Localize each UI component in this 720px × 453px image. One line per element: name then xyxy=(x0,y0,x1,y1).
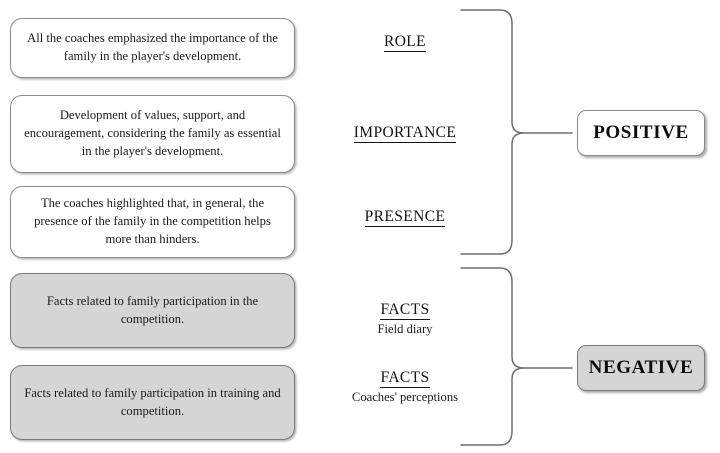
statement-text: Facts related to family participation in… xyxy=(46,293,259,326)
outcome-label: POSITIVE xyxy=(593,122,689,143)
outcome-label: NEGATIVE xyxy=(588,357,694,378)
statement-box-presence: The coaches highlighted that, in general… xyxy=(10,186,295,258)
category-label-facts-coaches-perceptions: FACTS Coaches' perceptions xyxy=(330,369,480,406)
statement-text: Facts related to family participation in… xyxy=(24,385,281,418)
statement-text: All the coaches emphasized the importanc… xyxy=(27,31,278,63)
category-label-presence: PRESENCE xyxy=(330,208,480,227)
category-label-main: FACTS xyxy=(380,301,430,320)
statement-box-importance: Development of values, support, and enco… xyxy=(10,95,295,173)
category-label-main: PRESENCE xyxy=(364,208,446,227)
category-label-main: ROLE xyxy=(383,33,427,52)
category-label-main: IMPORTANCE xyxy=(353,124,457,143)
category-label-role: ROLE xyxy=(330,33,480,52)
statement-box-facts-field-diary: Facts related to family participation in… xyxy=(10,273,295,348)
category-label-facts-field-diary: FACTS Field diary xyxy=(330,301,480,338)
category-label-sub: Field diary xyxy=(377,321,433,336)
category-label-importance: IMPORTANCE xyxy=(330,124,480,143)
category-label-main: FACTS xyxy=(380,369,430,388)
brace-negative-icon xyxy=(460,267,525,446)
statement-text: Development of values, support, and enco… xyxy=(24,108,281,158)
statement-box-facts-coaches-perceptions: Facts related to family participation in… xyxy=(10,365,295,440)
statement-box-role: All the coaches emphasized the importanc… xyxy=(10,18,295,78)
outcome-box-positive: POSITIVE xyxy=(577,110,705,156)
category-label-sub: Coaches' perceptions xyxy=(351,389,459,404)
outcome-box-negative: NEGATIVE xyxy=(577,345,705,391)
statement-text: The coaches highlighted that, in general… xyxy=(34,196,271,246)
